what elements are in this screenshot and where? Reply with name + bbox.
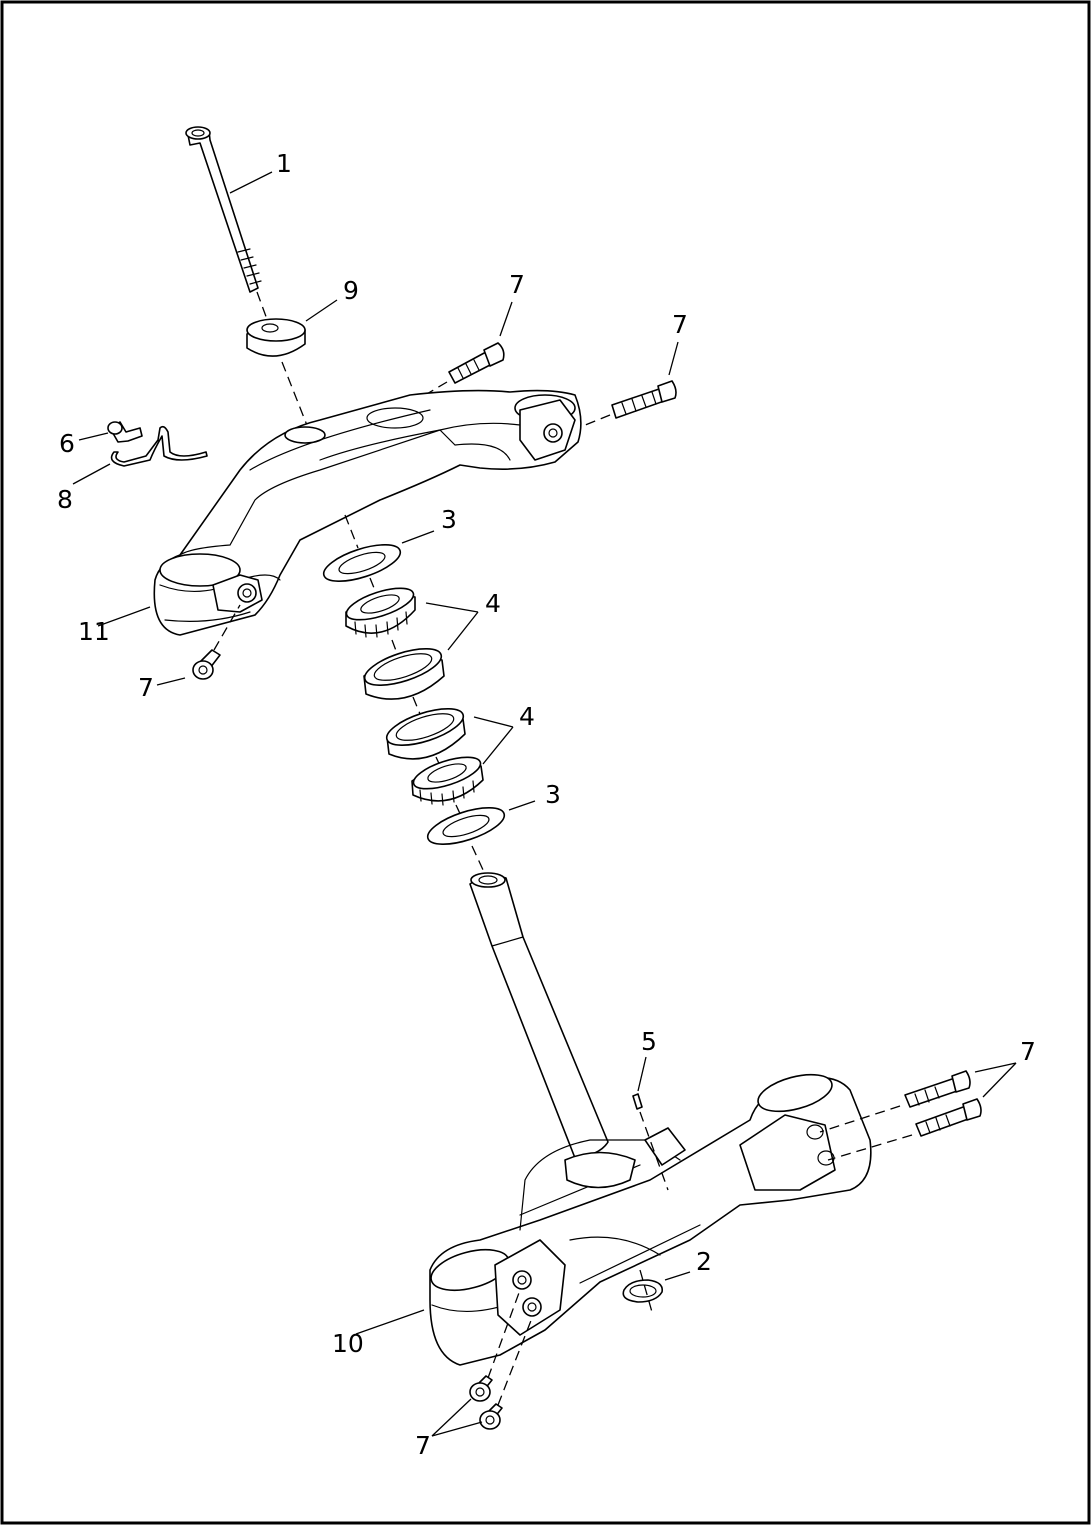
part-3-seal-lower (426, 807, 506, 845)
callout-8: 8 (57, 485, 73, 514)
callout-4-upper: 4 (485, 589, 501, 618)
part-2-retaining-ring (622, 1279, 664, 1303)
axis-line (391, 639, 399, 657)
part-3-seal-upper (322, 544, 402, 582)
part-4-bearing-cone-upper (345, 587, 416, 638)
part-11-upper-triple-clamp (153, 389, 582, 636)
part-7-bolt-right (611, 380, 677, 419)
axis-line (639, 1111, 669, 1191)
axis-line (819, 1105, 901, 1133)
part-7-screw-bottom-2 (479, 1403, 503, 1430)
axis-line (213, 604, 241, 651)
callout-7-top: 7 (509, 270, 525, 299)
axis-line (412, 696, 421, 715)
callout-7-lower-right: 7 (1020, 1037, 1036, 1066)
axis-line (344, 514, 359, 549)
part-7-screw-bottom-1 (469, 1375, 493, 1402)
callout-1: 1 (276, 149, 292, 178)
axis-line (256, 291, 269, 323)
part-4-bearing-cone-lower (411, 756, 484, 806)
axis-line (639, 1269, 653, 1313)
part-9-cap (246, 318, 306, 357)
part-6-screw (107, 421, 143, 443)
part-7-bolt-lower-right-1 (904, 1070, 971, 1108)
callout-7-bottom: 7 (415, 1431, 431, 1460)
callout-3-upper: 3 (441, 505, 457, 534)
part-10-lower-triple-clamp (429, 872, 872, 1366)
callout-labels: 1 9 7 7 6 8 3 4 11 7 4 3 5 7 2 10 7 (57, 149, 1036, 1460)
part-4-bearing-cup-lower (385, 708, 466, 760)
axis-line (827, 1134, 913, 1161)
part-7-screw-left (192, 649, 221, 680)
callout-7-left: 7 (138, 673, 154, 702)
callout-4-lower: 4 (519, 702, 535, 731)
axis-line (455, 804, 463, 819)
part-7-bolt-top (448, 342, 505, 384)
part-1-bolt (185, 126, 262, 293)
callout-6: 6 (59, 429, 75, 458)
callout-2: 2 (696, 1247, 712, 1276)
callout-7-right: 7 (672, 310, 688, 339)
leader-lines (72, 171, 1017, 1437)
axis-line (471, 845, 485, 873)
callout-10: 10 (332, 1329, 364, 1358)
part-7-bolt-lower-right-2 (915, 1098, 982, 1137)
callout-5: 5 (641, 1027, 657, 1056)
part-5-pin (632, 1093, 643, 1110)
callout-9: 9 (343, 276, 359, 305)
part-4-bearing-cup-upper (363, 648, 445, 700)
callout-11: 11 (78, 617, 110, 646)
callout-3-lower: 3 (545, 780, 561, 809)
part-8-clip (110, 425, 208, 467)
